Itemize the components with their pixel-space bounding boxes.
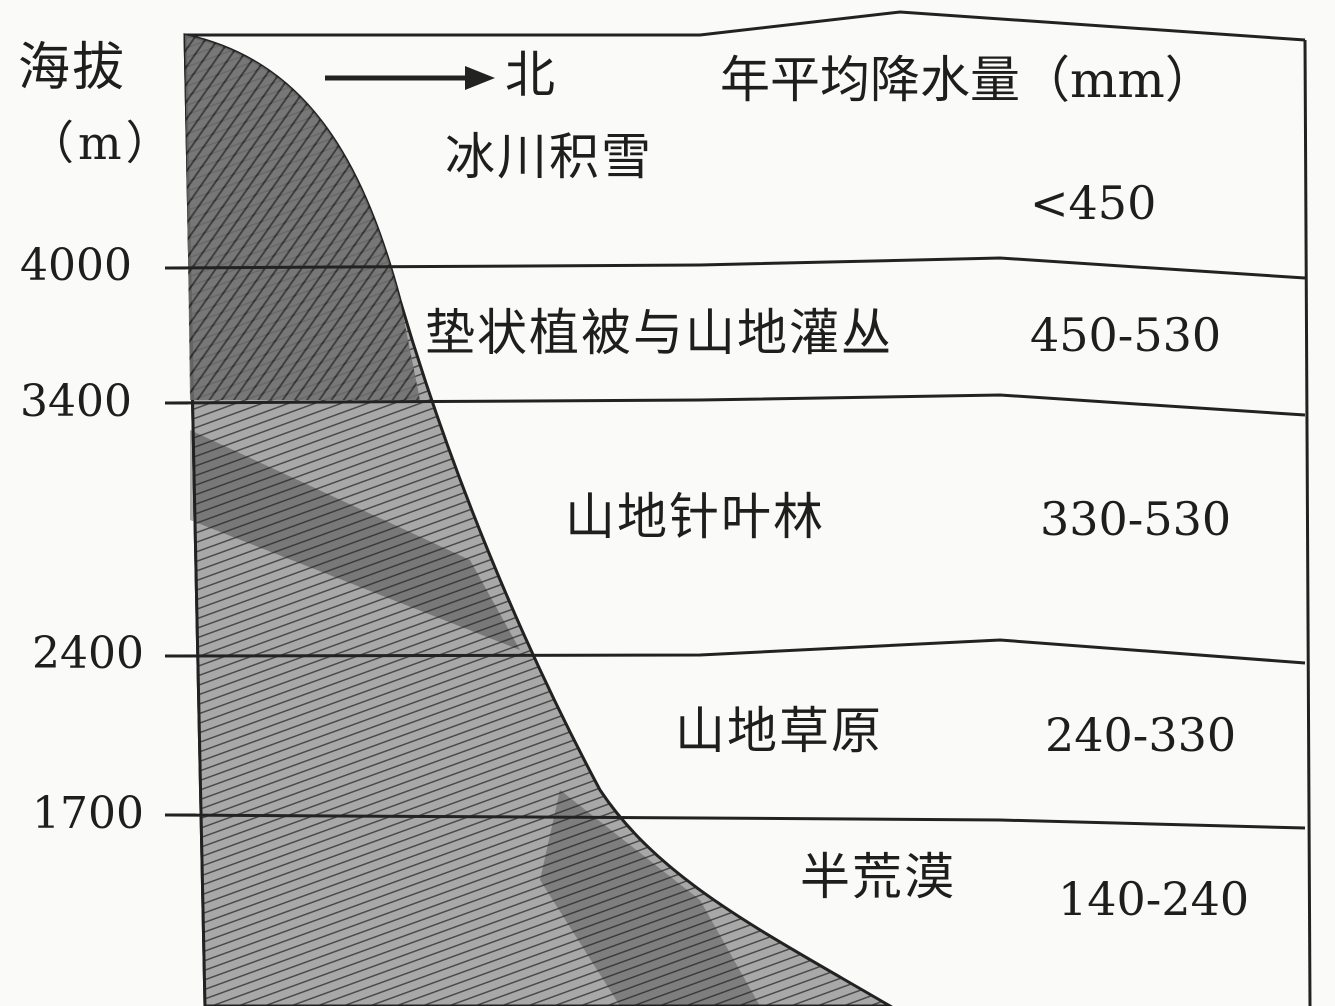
- precip-mountain-steppe: 240-330: [1045, 708, 1237, 762]
- frame-right-border: [1303, 39, 1312, 1006]
- north-arrow-head: [465, 66, 495, 90]
- mountain-dark-band: [190, 430, 520, 650]
- tick-label-4000: 4000: [20, 240, 132, 291]
- boundary-3400: [169, 393, 1306, 417]
- north-label: 北: [505, 46, 555, 104]
- y-axis-unit: （m）: [28, 116, 176, 170]
- mountain-lower-band: [540, 790, 760, 1006]
- boundary-2400: [169, 638, 1306, 665]
- precip-coniferous-forest: 330-530: [1040, 492, 1232, 546]
- frame-top-border: [185, 10, 1306, 42]
- precip-semi-desert: 140-240: [1058, 872, 1250, 926]
- y-axis-title: 海拔: [18, 38, 127, 98]
- tick-label-1700: 1700: [32, 788, 144, 839]
- tick-label-2400: 2400: [32, 628, 144, 679]
- precipitation-header: 年平均降水量（mm）: [720, 51, 1215, 109]
- zone-cushion-shrub: 垫状植被与山地灌丛: [425, 304, 893, 362]
- zone-coniferous-forest: 山地针叶林: [565, 488, 825, 546]
- zone-glacier-snow: 冰川积雪: [445, 128, 653, 186]
- precip-cushion-shrub: 450-530: [1030, 308, 1222, 362]
- boundary-4000: [169, 256, 1306, 280]
- zone-mountain-steppe: 山地草原: [675, 702, 883, 760]
- tick-label-3400: 3400: [20, 376, 132, 427]
- mountain-upper-shade: [185, 35, 420, 400]
- boundary-1700: [169, 813, 1306, 830]
- precip-glacier-snow: <450: [1030, 176, 1157, 230]
- zone-semi-desert: 半荒漠: [800, 848, 956, 906]
